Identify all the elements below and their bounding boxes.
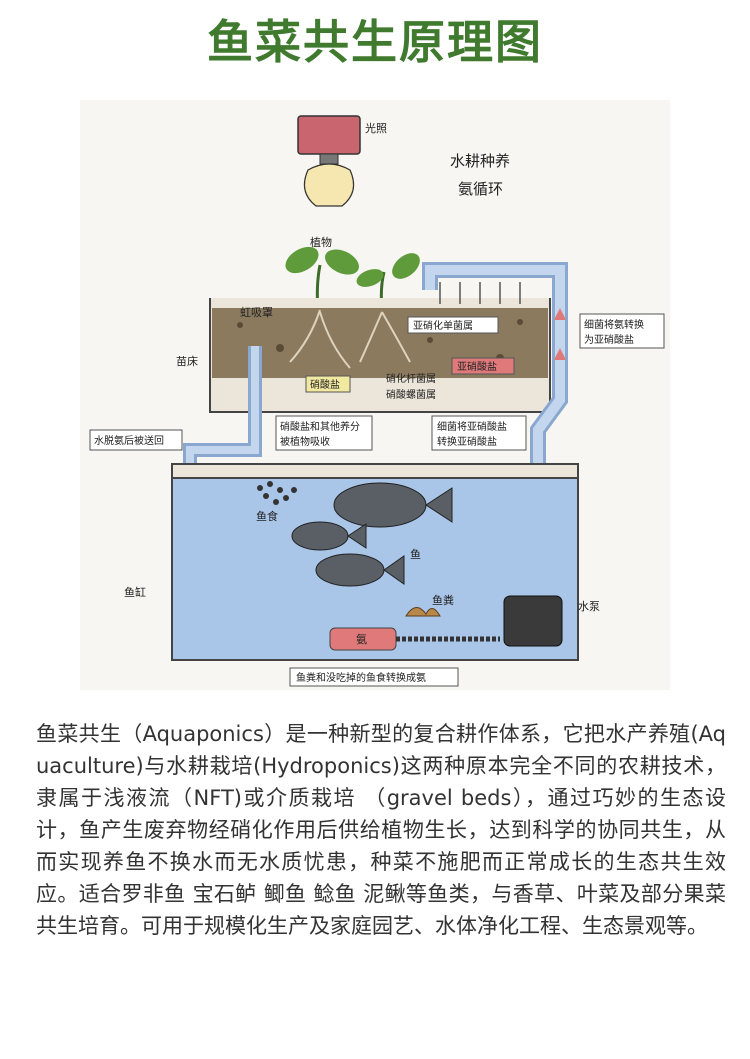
bottom-caption-box: [289, 667, 459, 687]
nitrite-bacteria-label: 亚硝化单菌属: [413, 319, 473, 332]
lamp-icon: [297, 115, 361, 207]
bacteria-nitrite-line1: 细菌将亚硝酸盐: [437, 420, 507, 433]
cycle-title-line1: 水耕种养: [450, 152, 510, 170]
bacteria-ammonia-box: [579, 313, 665, 349]
siphon-pipe: [183, 346, 262, 468]
nitrite-salt-box: [451, 357, 515, 375]
bacteria-nitrite-line2: 转换亚硝酸盐: [437, 435, 497, 448]
bacteria-ammonia-line2: 为亚硝酸盐: [584, 333, 634, 346]
description-text: 鱼菜共生（Aquaponics）是一种新型的复合耕作体系，它把水产养殖(Aqua…: [36, 722, 726, 938]
pump-label: 水泵: [578, 600, 600, 613]
fish-food-label: 鱼食: [256, 509, 278, 523]
fish-waste-icon: [405, 607, 441, 617]
siphon-label: 虹吸罩: [240, 306, 273, 319]
bacteria-ammonia-line1: 细菌将氨转换: [584, 318, 644, 331]
cycle-title-line2: 氨循环: [458, 180, 503, 198]
light-label: 光照: [365, 121, 387, 135]
bottom-caption: 鱼粪和没吃掉的鱼食转换成氨: [296, 671, 426, 684]
nitrate-absorb-line1: 硝酸盐和其他养分: [280, 420, 360, 433]
return-pipe: [422, 262, 568, 590]
water-return-box: [89, 429, 183, 451]
fish-label: 鱼: [410, 547, 421, 561]
plants-label: 植物: [310, 235, 332, 249]
nitrate-absorb-box: [275, 415, 373, 451]
nitrate-absorb-line2: 被植物吸收: [280, 435, 330, 448]
page-title: 鱼菜共生原理图: [207, 15, 543, 69]
fish-icon: [291, 482, 453, 587]
nitrate-salt-box: [305, 375, 351, 393]
plant-icon: [285, 246, 420, 311]
bacteria-nitrite-box: [431, 415, 527, 451]
fish-waste-label: 鱼粪: [432, 593, 454, 607]
fish-food-icon: [257, 481, 297, 505]
tank-label: 鱼缸: [124, 585, 146, 599]
nitrobacter2-label: 硝酸螺菌属: [386, 388, 436, 401]
nitrite-salt-label: 亚硝酸盐: [457, 360, 497, 373]
ammonia-label: 氨: [356, 633, 367, 646]
aquaponics-diagram: 光照 水耕种养 氨循环 植物 虹吸罩 苗床 亚硝化单菌属 亚硝酸盐 硝酸盐 硝化…: [80, 100, 670, 690]
seedbed-label: 苗床: [176, 354, 198, 368]
pump-icon: [503, 595, 563, 647]
nitrobacter1-label: 硝化杆菌属: [386, 372, 436, 385]
nitrate-salt-label: 硝酸盐: [310, 378, 340, 391]
water-return-label: 水脱氨后被送回: [94, 434, 164, 447]
nitrite-bacteria-box: [407, 316, 499, 334]
